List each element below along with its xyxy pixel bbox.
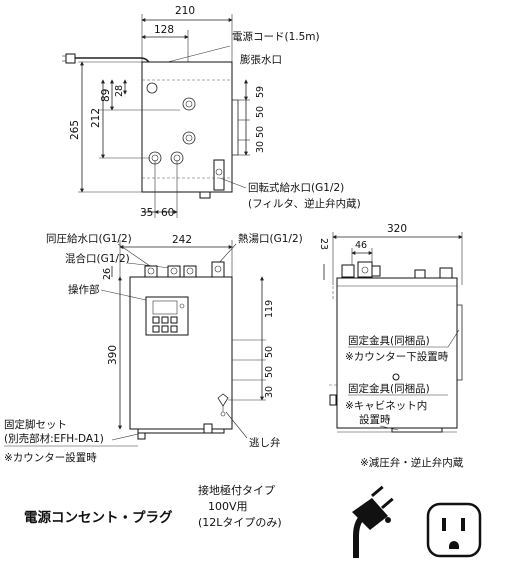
plug-type-line3: (12Lタイプのみ) xyxy=(198,516,282,529)
dim-front-width: 242 xyxy=(172,234,192,246)
side-view: 320 46 23 固定金具(同梱品) ※カウンター下設置時 固定金具(同梱品) xyxy=(318,223,463,433)
label-hot-outlet: 熱湯口(G1/2) xyxy=(238,232,303,245)
label-control-panel: 操作部 xyxy=(68,283,100,296)
dim-top-50a: 50 xyxy=(255,106,266,118)
label-rotary-inlet-note: (フィルタ、逆止弁内蔵) xyxy=(248,197,361,210)
label-rotary-inlet: 回転式給水口(G1/2) xyxy=(248,181,344,194)
label-bracket-2: 固定金具(同梱品) xyxy=(348,382,430,395)
footnote: ※減圧弁・逆止弁内蔵 xyxy=(360,456,464,469)
front-view: 242 同圧給水口(G1/2) 混合口(G1/2) 熱湯口(G1/2) 26 操… xyxy=(4,232,303,464)
label-leg-set-part: (別売部材:EFH-DA1) xyxy=(4,432,104,445)
dim-top-50b: 50 xyxy=(255,126,266,138)
dim-front-50a: 50 xyxy=(264,346,275,358)
label-leg-set: 固定脚セット xyxy=(4,418,67,431)
plug-section: 電源コンセント・プラグ 接地極付タイプ 100V用 (12Lタイプのみ) xyxy=(24,483,482,558)
label-bracket-1-note: ※カウンター下設置時 xyxy=(345,350,449,363)
label-bracket-1: 固定金具(同梱品) xyxy=(348,334,430,347)
label-pressure-inlet: 同圧給水口(G1/2) xyxy=(46,232,132,245)
dim-front-30: 30 xyxy=(264,386,275,398)
side-body-outline xyxy=(336,277,458,429)
dim-side-46: 46 xyxy=(355,240,367,251)
dim-front-26: 26 xyxy=(102,268,113,280)
label-bracket-2-note-1: ※キャビネット内 xyxy=(345,399,427,412)
dim-top-128: 128 xyxy=(154,24,174,36)
dim-top-width: 210 xyxy=(175,5,195,17)
label-leg-set-note: ※カウンター設置時 xyxy=(4,451,97,464)
outlet-icon xyxy=(426,502,482,558)
label-expansion-outlet: 膨張水口 xyxy=(240,53,282,66)
dim-side-23: 23 xyxy=(318,238,329,250)
dim-top-30: 30 xyxy=(255,141,266,153)
dim-top-59: 59 xyxy=(255,86,266,98)
plug-type-line1: 接地極付タイプ xyxy=(198,483,275,497)
label-power-cord: 電源コード(1.5m) xyxy=(232,30,320,43)
dim-front-119: 119 xyxy=(264,300,275,318)
plug-type-line2: 100V用 xyxy=(208,500,248,513)
plug-section-title: 電源コンセント・プラグ xyxy=(24,509,173,526)
dim-side-width: 320 xyxy=(387,223,407,235)
dim-front-50b: 50 xyxy=(264,366,275,378)
dim-front-390: 390 xyxy=(107,345,119,365)
label-bracket-2-note-2: 設置時 xyxy=(359,413,391,426)
dim-top-28: 28 xyxy=(114,85,125,97)
dim-top-212: 212 xyxy=(90,108,102,128)
label-relief-valve: 逃し弁 xyxy=(249,436,281,449)
label-mixing-outlet: 混合口(G1/2) xyxy=(65,252,130,265)
plug-icon xyxy=(352,485,394,558)
dim-top-35: 35 xyxy=(140,207,153,219)
top-view: 210 128 電源コード(1.5m) 膨張水口 回転式給水口 xyxy=(62,5,361,219)
dim-top-89: 89 xyxy=(100,89,112,102)
dim-top-60: 60 xyxy=(161,207,174,219)
dim-top-265: 265 xyxy=(69,120,81,140)
